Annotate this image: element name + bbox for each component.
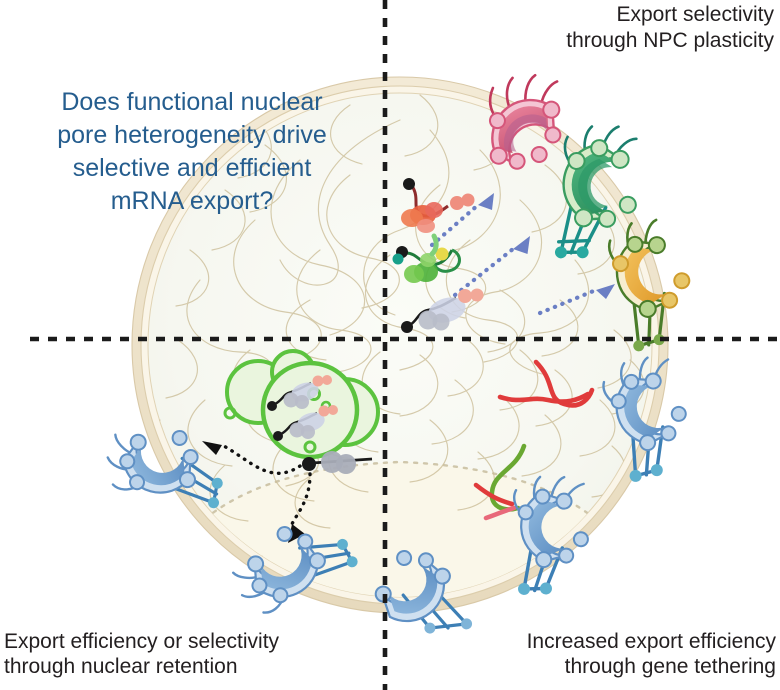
quadrant-npc-plasticity bbox=[392, 73, 691, 352]
retention-arrow bbox=[202, 441, 302, 475]
export-arrow bbox=[537, 284, 615, 316]
mrnp-particle bbox=[401, 288, 484, 333]
mrnp-particle bbox=[302, 451, 373, 474]
central-question: Does functional nuclear pore heterogenei… bbox=[57, 88, 327, 215]
npc-blue-3 bbox=[374, 550, 473, 634]
label-bottom-left: Export efficiency or selectivity through… bbox=[4, 629, 280, 679]
npc-blue-4 bbox=[602, 356, 687, 482]
quadrant-nuclear-retention bbox=[106, 349, 380, 614]
quadrant-divider bbox=[30, 0, 780, 690]
npc-yellow bbox=[607, 218, 691, 352]
gene-strand bbox=[473, 443, 527, 521]
retention-arrow bbox=[288, 472, 312, 543]
export-arrow bbox=[452, 236, 530, 298]
nuclear-bodies bbox=[223, 349, 380, 460]
npc-blue-1 bbox=[106, 429, 223, 509]
npc-blue-2 bbox=[232, 525, 358, 614]
label-top-right: Export selectivity through NPC plasticit… bbox=[566, 3, 774, 52]
retained-mrnp bbox=[273, 405, 338, 441]
mrnp-particle bbox=[401, 178, 475, 233]
gene-strand bbox=[497, 359, 595, 408]
npc-green bbox=[554, 125, 638, 259]
mrnp-particle bbox=[392, 233, 461, 283]
retained-mrnp bbox=[267, 375, 332, 411]
quadrant-gene-tethering bbox=[473, 356, 687, 595]
npc-pink bbox=[488, 73, 562, 170]
export-arrow bbox=[429, 193, 494, 248]
npc-blue-5 bbox=[513, 475, 589, 595]
label-bottom-right: Increased export efficiency through gene… bbox=[526, 629, 776, 679]
